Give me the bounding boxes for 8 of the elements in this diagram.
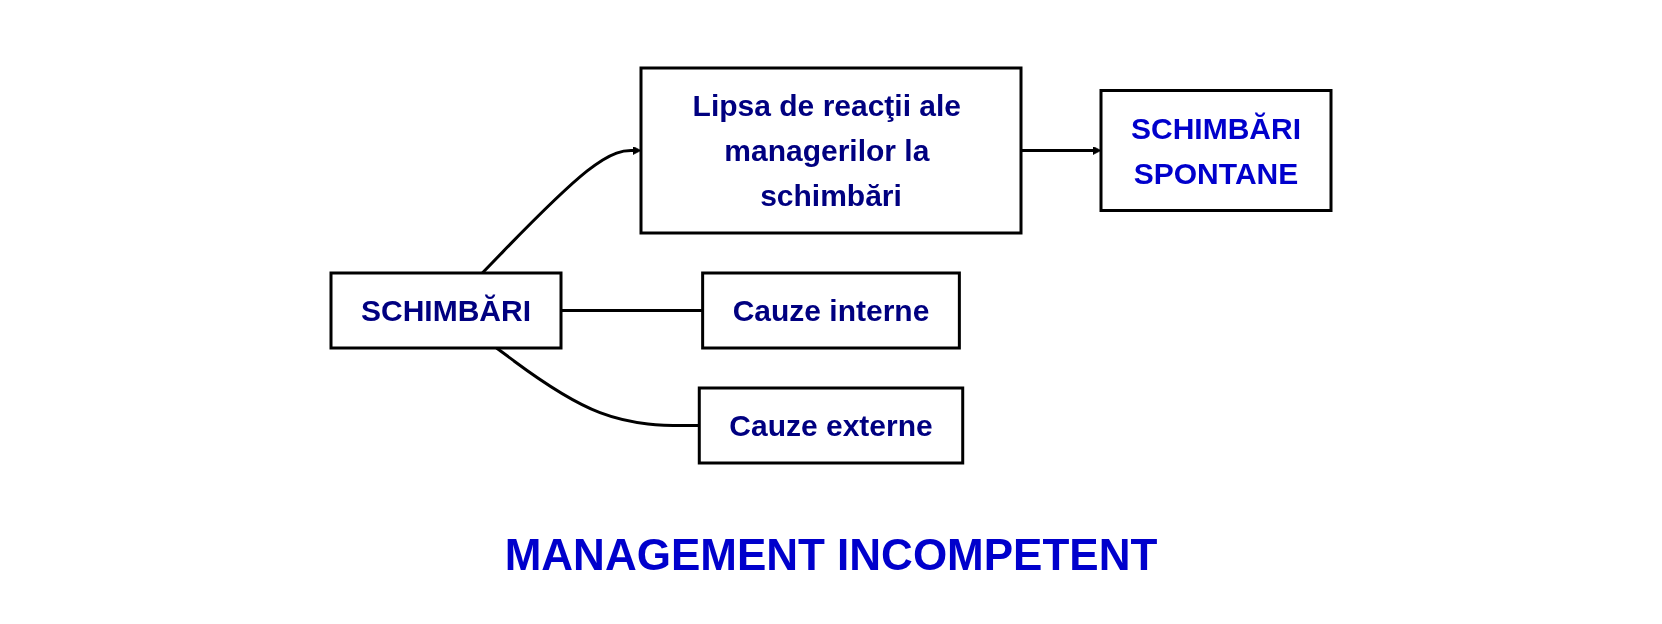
node-box: Cauze externe [697, 386, 965, 464]
arrow [1021, 145, 1102, 155]
node-box: Lipsa de reacţii ale managerilor la schimbări [639, 66, 1023, 234]
node-box: SCHIMBĂRI [329, 271, 563, 349]
note-text: MANAGEMENT INCOMPETENT [504, 530, 1158, 580]
connector [561, 308, 703, 312]
node-box: SCHIMBĂRI SPONTANE [1099, 88, 1333, 212]
node-box: Cauze interne [701, 271, 961, 349]
